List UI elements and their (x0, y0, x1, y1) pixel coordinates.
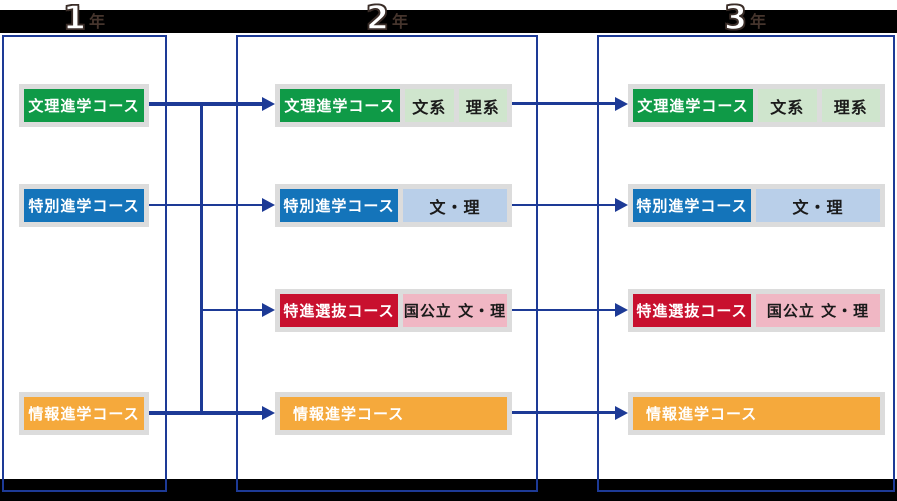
year2-number: 2 (365, 0, 389, 37)
arrow-head-tokubetsu-y2y3 (615, 198, 628, 212)
course-button-joho-y1: 情報進学コース (24, 397, 144, 430)
course-group-tokushin-y3: 特進選抜コース 国公立 文・理 (628, 289, 885, 332)
course-group-joho-y3: 情報進学コース (628, 392, 885, 435)
year3-suffix: 年 (749, 12, 766, 31)
arrow-head-bunri-y2y3 (615, 97, 628, 111)
year2-label: 2 年 (365, 0, 408, 37)
arrow-head-tokushin-y2y3 (615, 303, 628, 317)
year3-column-box (597, 35, 895, 492)
course-button-joho-y2: 情報進学コース (280, 397, 507, 430)
track-box-bunri-y2: 文・理 (403, 189, 507, 222)
course-button-bunri-y1: 文理進学コース (24, 89, 144, 122)
track-box-bunkei-y2: 文系 (405, 89, 454, 122)
course-button-tokubetsu-y1: 特別進学コース (24, 189, 144, 222)
arrow-line-bunri-y1y2 (149, 102, 262, 106)
course-group-joho-y2: 情報進学コース (275, 392, 512, 435)
arrow-line-tokushin-branch (201, 309, 262, 311)
track-box-bunri-y3: 文・理 (756, 189, 880, 222)
branch-trunk-line (200, 104, 203, 413)
course-button-tokushin-y2: 特進選抜コース (280, 294, 398, 327)
arrow-line-bunri-y2y3 (512, 102, 615, 105)
track-box-rikei-y2: 理系 (458, 89, 507, 122)
arrow-head-joho-y2y3 (615, 406, 628, 420)
course-group-tokushin-y2: 特進選抜コース 国公立 文・理 (275, 289, 512, 332)
course-group-bunri-y1: 文理進学コース (19, 84, 149, 127)
course-button-tokushin-y3: 特進選抜コース (633, 294, 751, 327)
year2-suffix: 年 (391, 12, 408, 31)
year1-suffix: 年 (88, 12, 105, 31)
arrow-head-tokubetsu-y1y2 (262, 198, 275, 212)
course-group-bunri-y3: 文理進学コース 文系 理系 (628, 84, 885, 127)
track-box-kokkoritsu-y3: 国公立 文・理 (756, 294, 880, 327)
year2-column-box (236, 35, 538, 492)
year3-number: 3 (723, 0, 747, 37)
year1-column-box (2, 35, 167, 492)
course-group-tokubetsu-y2: 特別進学コース 文・理 (275, 184, 512, 227)
course-button-bunri-y3: 文理進学コース (633, 89, 753, 122)
top-margin-strip (0, 10, 897, 33)
course-group-bunri-y2: 文理進学コース 文系 理系 (275, 84, 512, 127)
year1-number: 1 (62, 0, 86, 37)
year1-label: 1 年 (62, 0, 105, 37)
track-box-rikei-y3: 理系 (821, 89, 880, 122)
course-group-tokubetsu-y3: 特別進学コース 文・理 (628, 184, 885, 227)
course-group-joho-y1: 情報進学コース (19, 392, 149, 435)
course-button-joho-y3: 情報進学コース (633, 397, 880, 430)
arrow-line-joho-y1y2 (149, 411, 262, 415)
arrow-line-tokubetsu-y2y3 (512, 204, 615, 206)
arrow-line-tokushin-y2y3 (512, 309, 615, 311)
arrow-head-bunri-y1y2 (262, 97, 275, 111)
track-box-kokkoritsu-y2: 国公立 文・理 (403, 294, 507, 327)
arrow-line-tokubetsu-y1y2 (149, 204, 262, 206)
arrow-line-joho-y2y3 (512, 411, 615, 414)
course-group-tokubetsu-y1: 特別進学コース (19, 184, 149, 227)
arrow-head-joho-y1y2 (262, 406, 275, 420)
course-button-tokubetsu-y2: 特別進学コース (280, 189, 398, 222)
course-button-tokubetsu-y3: 特別進学コース (633, 189, 751, 222)
year3-label: 3 年 (723, 0, 766, 37)
track-box-bunkei-y3: 文系 (758, 89, 817, 122)
course-button-bunri-y2: 文理進学コース (280, 89, 400, 122)
arrow-head-tokushin-branch (262, 303, 275, 317)
